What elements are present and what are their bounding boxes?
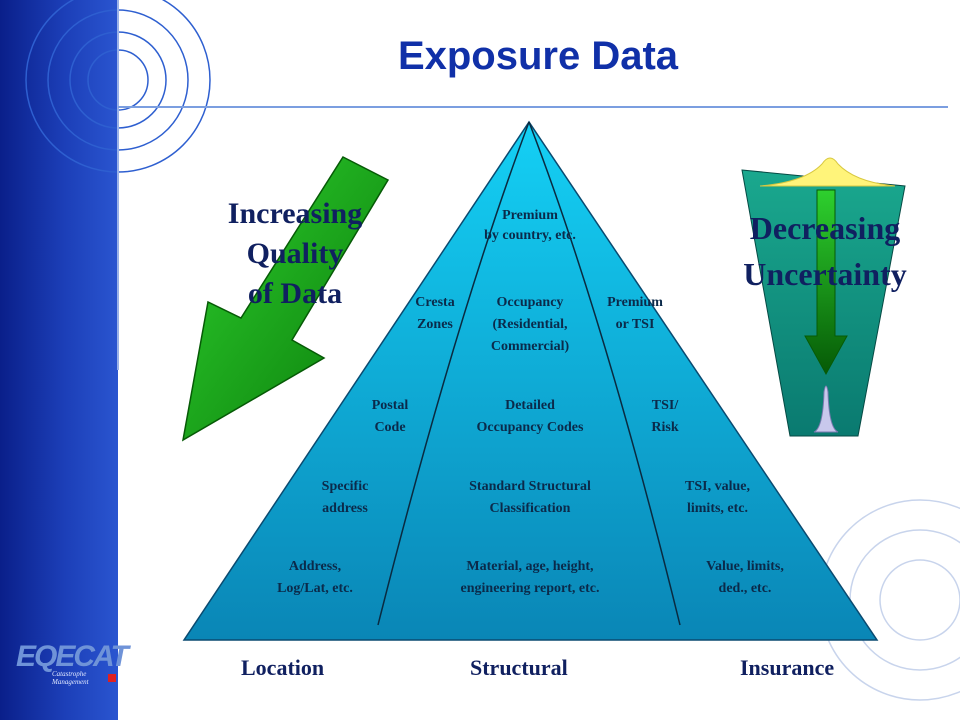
column-location: Location <box>241 655 325 680</box>
location-label-4: Address, Log/Lat, etc. <box>277 559 353 596</box>
narrow-distribution-icon <box>813 385 839 433</box>
structural-label-3: Standard Structural Classification <box>469 479 591 516</box>
insurance-label-4: Value, limits, ded., etc. <box>706 559 784 596</box>
structural-label-2: Detailed Occupancy Codes <box>476 398 584 435</box>
pyramid-shape <box>182 120 879 641</box>
decreasing-uncertainty-label: Decreasing Uncertainty <box>743 210 907 292</box>
location-label-2: Postal Code <box>371 398 409 435</box>
pyramid-top-label: Premium by country, etc. <box>484 208 576 243</box>
location-label-1: Cresta Zones <box>415 295 455 332</box>
page-title: Exposure Data <box>397 34 679 78</box>
insurance-label-2: TSI/ Risk <box>651 398 679 435</box>
logo-tagline: Catastrophe Management <box>52 670 89 686</box>
column-structural: Structural <box>470 655 568 680</box>
eqecat-logo: EQECAT Catastrophe Management <box>12 640 129 686</box>
insurance-label-3: TSI, value, limits, etc. <box>685 479 750 516</box>
structural-label-1: Occupancy (Residential, Commercial) <box>490 295 570 354</box>
structural-label-4: Material, age, height, engineering repor… <box>460 559 600 596</box>
title-divider <box>118 106 948 108</box>
pyramid-divider-left <box>377 121 530 626</box>
insurance-label-1: Premium or TSI <box>607 295 663 332</box>
increasing-quality-label: Increasing Quality of Data <box>227 197 363 310</box>
logo-accent <box>108 674 116 682</box>
pyramid-divider-right <box>528 121 681 626</box>
increasing-quality-arrow <box>181 156 390 442</box>
wide-distribution-icon <box>759 157 896 187</box>
column-insurance: Insurance <box>740 655 835 680</box>
location-label-3: Specific address <box>321 479 369 516</box>
sidebar-band <box>0 0 118 720</box>
logo-wordmark: EQECAT <box>16 640 129 673</box>
decreasing-uncertainty-arrow <box>804 189 848 376</box>
